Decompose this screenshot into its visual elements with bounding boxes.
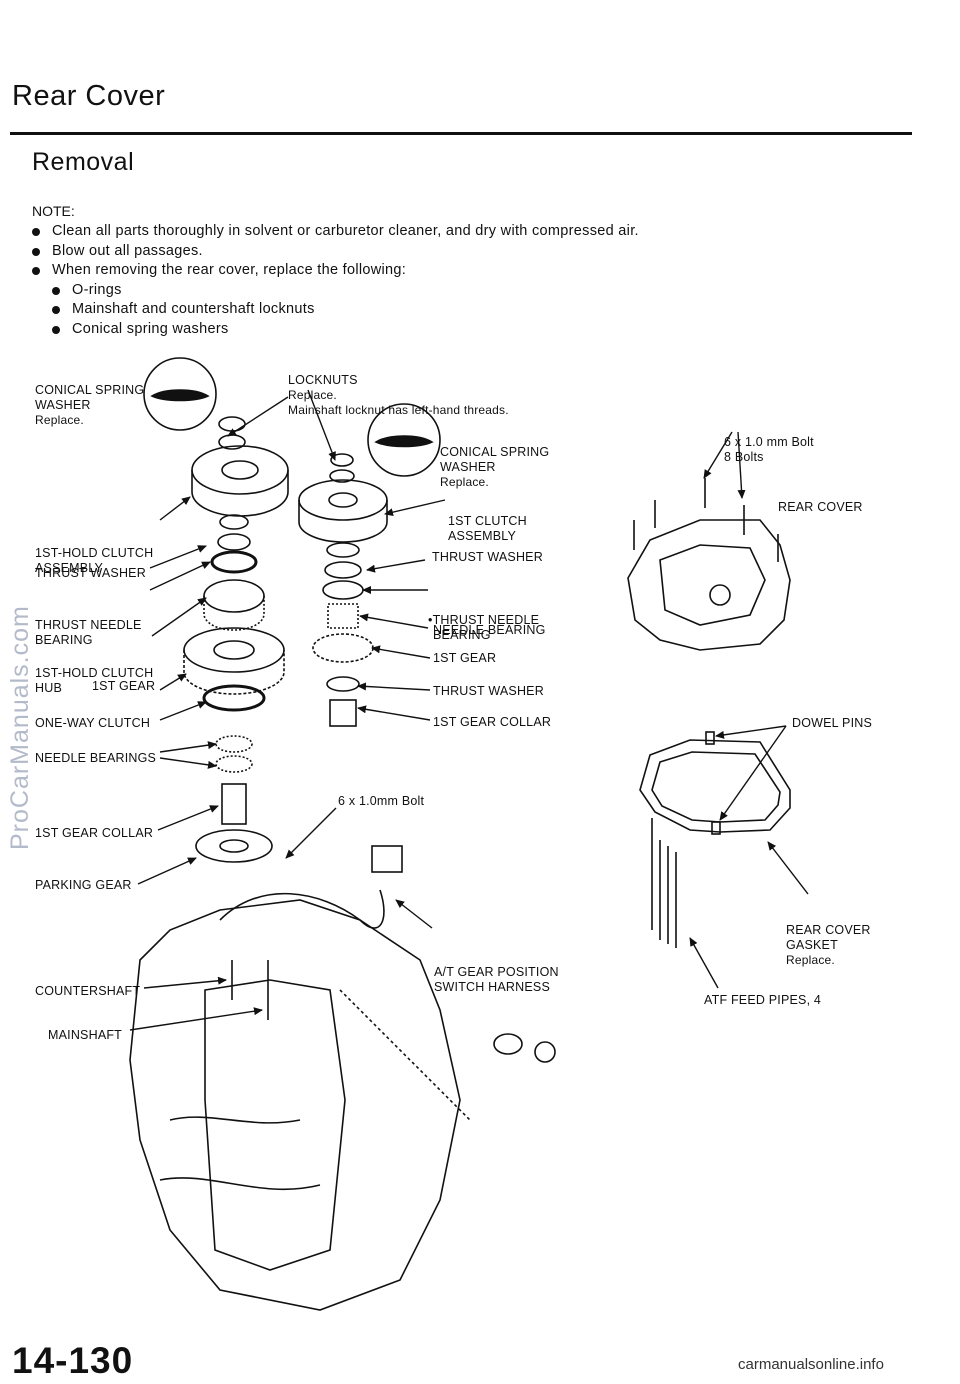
note-item: When removing the rear cover, replace th… xyxy=(32,261,639,281)
note-subitem: Conical spring washers xyxy=(52,320,639,340)
label-parking-gear: PARKING GEAR xyxy=(35,878,132,892)
page-title: Rear Cover xyxy=(12,80,166,112)
title-divider xyxy=(10,132,912,135)
label-thrust-washer-right: THRUST WASHER xyxy=(432,550,543,564)
label-1st-gear-right: 1ST GEAR xyxy=(433,651,497,665)
conical-washer-detail-right xyxy=(367,403,441,477)
bullet-icon xyxy=(32,228,40,236)
label-rear-cover: REAR COVER xyxy=(778,500,863,514)
section-subtitle: Removal xyxy=(32,148,135,176)
note-subitem: O-rings xyxy=(52,281,639,301)
label-1st-gear-left: 1ST GEAR xyxy=(92,679,156,693)
note-heading: NOTE: xyxy=(32,203,75,219)
footer-site: carmanualsonline.info xyxy=(738,1356,884,1373)
label-thrust-washer-left: THRUST WASHER xyxy=(35,566,146,580)
label-one-way-clutch: ONE-WAY CLUTCH xyxy=(35,716,151,730)
label-mainshaft: MAINSHAFT xyxy=(48,1028,123,1042)
label-harness-bolt: 6 x 1.0mm Bolt xyxy=(338,794,425,808)
page-number: 14-130 xyxy=(12,1340,134,1381)
label-1st-gear-collar-right: 1ST GEAR COLLAR xyxy=(433,715,552,729)
bullet-icon xyxy=(32,247,40,256)
bullet-icon xyxy=(52,306,60,314)
note-list: Clean all parts thoroughly in solvent or… xyxy=(32,222,639,339)
label-dowel-pins: DOWEL PINS xyxy=(792,716,873,730)
label-needle-bearings-left: NEEDLE BEARINGS xyxy=(35,751,157,765)
label-thrust-washer-right-2: THRUST WASHER xyxy=(433,684,544,698)
bullet-icon xyxy=(52,325,60,334)
label-countershaft: COUNTERSHAFT xyxy=(35,984,141,998)
note-subitem: Mainshaft and countershaft locknuts xyxy=(52,300,639,320)
bullet-icon xyxy=(52,286,60,295)
label-1st-gear-collar-left: 1ST GEAR COLLAR xyxy=(35,826,154,840)
conical-washer-detail-left xyxy=(143,357,217,431)
label-needle-bearing-right: NEEDLE BEARING xyxy=(433,623,546,637)
label-atf-feed-pipes: ATF FEED PIPES, 4 xyxy=(704,993,822,1007)
note-item: Blow out all passages. xyxy=(32,242,639,262)
bullet-icon xyxy=(32,267,40,275)
note-item: Clean all parts thoroughly in solvent or… xyxy=(32,222,639,242)
watermark-text: ProCarManuals.com xyxy=(6,605,34,850)
